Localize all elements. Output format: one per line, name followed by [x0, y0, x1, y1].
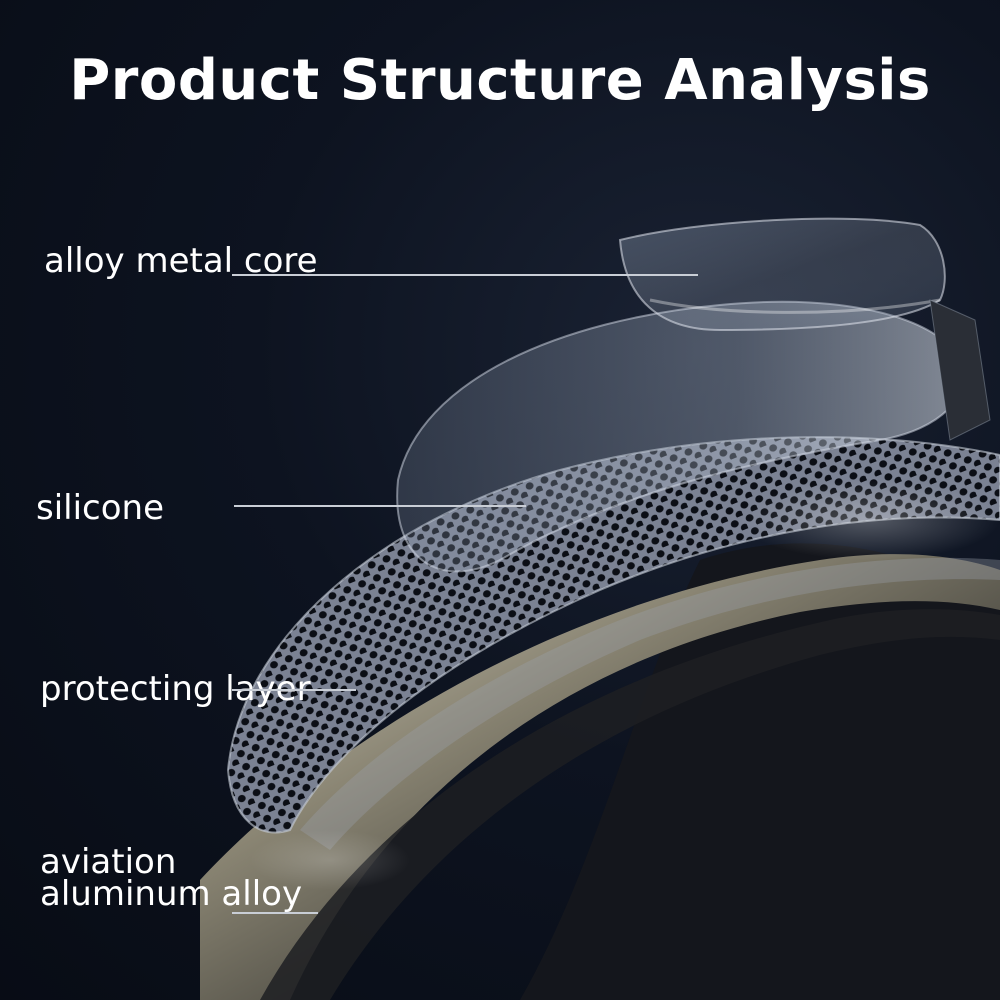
page-title: Product Structure Analysis	[69, 48, 931, 113]
label-silicone: silicone	[36, 488, 165, 528]
label-alloy-metal-core: alloy metal core	[44, 241, 318, 281]
label-aviation-aluminum-alloy: aviation aluminum alloy	[40, 842, 303, 914]
leader-line-aluminum	[232, 912, 318, 914]
leader-line-core	[232, 274, 698, 276]
leader-line-protecting	[232, 689, 356, 691]
label-aluminum-line1: aviation	[40, 842, 177, 882]
leader-line-silicone	[234, 505, 526, 507]
label-aluminum-line2: aluminum alloy	[40, 874, 303, 914]
